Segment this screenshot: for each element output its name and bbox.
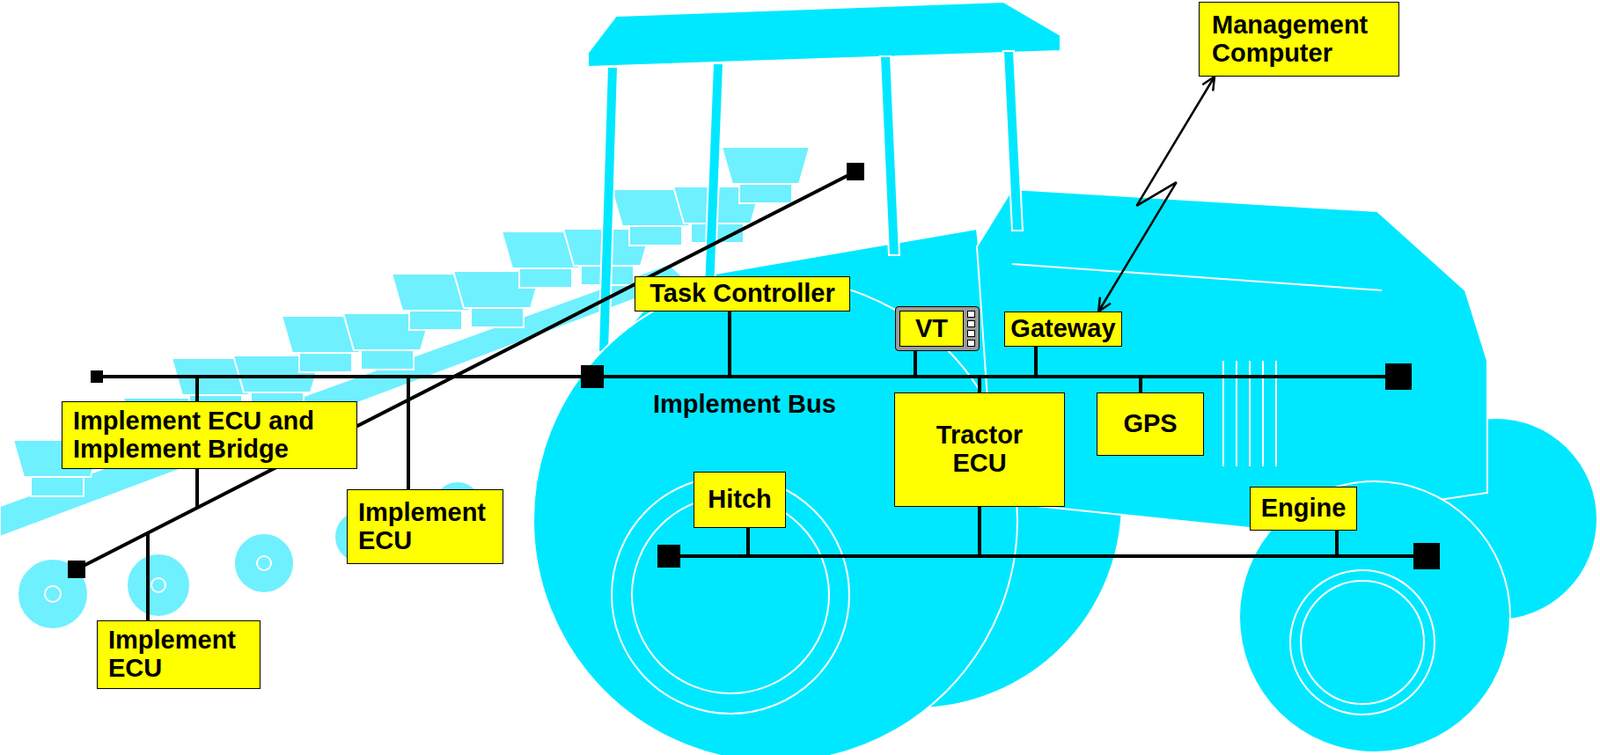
tractor-body bbox=[587, 1, 1061, 67]
ecu-box: Gateway bbox=[1004, 311, 1123, 347]
box-label: Implement ECU and Implement Bridge bbox=[73, 407, 338, 464]
box-label: Task Controller bbox=[649, 279, 836, 309]
tractor-body bbox=[1239, 481, 1511, 753]
ecu-box: Task Controller bbox=[634, 276, 851, 312]
bus-wiring bbox=[90, 370, 103, 383]
bus-wiring bbox=[1385, 363, 1412, 390]
bus-wiring bbox=[406, 376, 411, 493]
ecu-box: GPS bbox=[1096, 392, 1204, 456]
bus-label: Implement Bus bbox=[653, 390, 837, 419]
bus-wiring bbox=[727, 304, 732, 377]
tractor-body bbox=[1012, 264, 1382, 291]
ecu-box: Management Computer bbox=[1198, 1, 1400, 77]
planter-implement bbox=[234, 533, 294, 594]
terminal-screen: VT bbox=[899, 310, 964, 347]
tractor-body bbox=[1290, 570, 1435, 715]
ecu-box: Tractor ECU bbox=[894, 392, 1065, 507]
planter-implement bbox=[126, 553, 191, 617]
tractor-body bbox=[598, 66, 618, 353]
bus-wiring bbox=[1335, 528, 1339, 557]
bus-wiring bbox=[657, 544, 681, 568]
planter-implement bbox=[44, 586, 61, 602]
bus-wiring bbox=[67, 162, 1440, 624]
wireless-link bbox=[1098, 76, 1215, 312]
ecu-box: Implement ECU and Implement Bridge bbox=[61, 401, 358, 470]
tractor-body bbox=[1300, 580, 1424, 705]
bus-wiring bbox=[76, 171, 856, 570]
bus-wiring bbox=[977, 503, 982, 557]
bus-wiring bbox=[1034, 344, 1038, 377]
ecu-box: Engine bbox=[1249, 486, 1358, 531]
ecu-box: Implement ECU bbox=[96, 620, 261, 690]
bus-wiring bbox=[580, 365, 604, 389]
bus-wiring bbox=[96, 374, 1398, 379]
bus-wiring bbox=[668, 554, 1427, 558]
box-label: GPS bbox=[1122, 410, 1177, 439]
box-label: Gateway bbox=[1010, 315, 1116, 344]
planter-implement bbox=[151, 578, 166, 593]
terminal-button bbox=[967, 330, 976, 338]
tractor-body bbox=[704, 63, 724, 291]
bus-wiring bbox=[67, 560, 86, 579]
box-label: Tractor ECU bbox=[929, 421, 1031, 478]
tractor-body bbox=[611, 476, 850, 714]
box-label: Engine bbox=[1261, 494, 1347, 523]
ecu-box: Hitch bbox=[693, 471, 786, 529]
terminal-button bbox=[967, 339, 976, 347]
box-label: VT bbox=[915, 315, 948, 344]
terminal-buttons bbox=[967, 310, 976, 347]
planter-implement bbox=[256, 556, 272, 571]
box-label: Implement ECU bbox=[358, 499, 491, 556]
bus-wiring bbox=[146, 533, 150, 624]
box-label: Management Computer bbox=[1211, 11, 1387, 68]
tractor-body bbox=[533, 278, 1018, 755]
tractor-body bbox=[880, 56, 900, 256]
bus-wiring bbox=[1413, 543, 1440, 570]
terminal-button bbox=[967, 310, 976, 318]
terminal-button bbox=[967, 320, 976, 328]
bus-wiring bbox=[195, 466, 199, 508]
ecu-box: Implement ECU bbox=[346, 489, 504, 565]
planter-implement bbox=[17, 558, 89, 630]
bus-wiring bbox=[846, 162, 865, 181]
box-label: Hitch bbox=[707, 485, 772, 514]
tractor-body bbox=[1003, 51, 1023, 231]
bus-wiring bbox=[746, 524, 750, 557]
planter-implement bbox=[721, 146, 810, 204]
virtual-terminal: VT bbox=[895, 306, 980, 352]
box-label: Implement ECU bbox=[108, 626, 241, 683]
